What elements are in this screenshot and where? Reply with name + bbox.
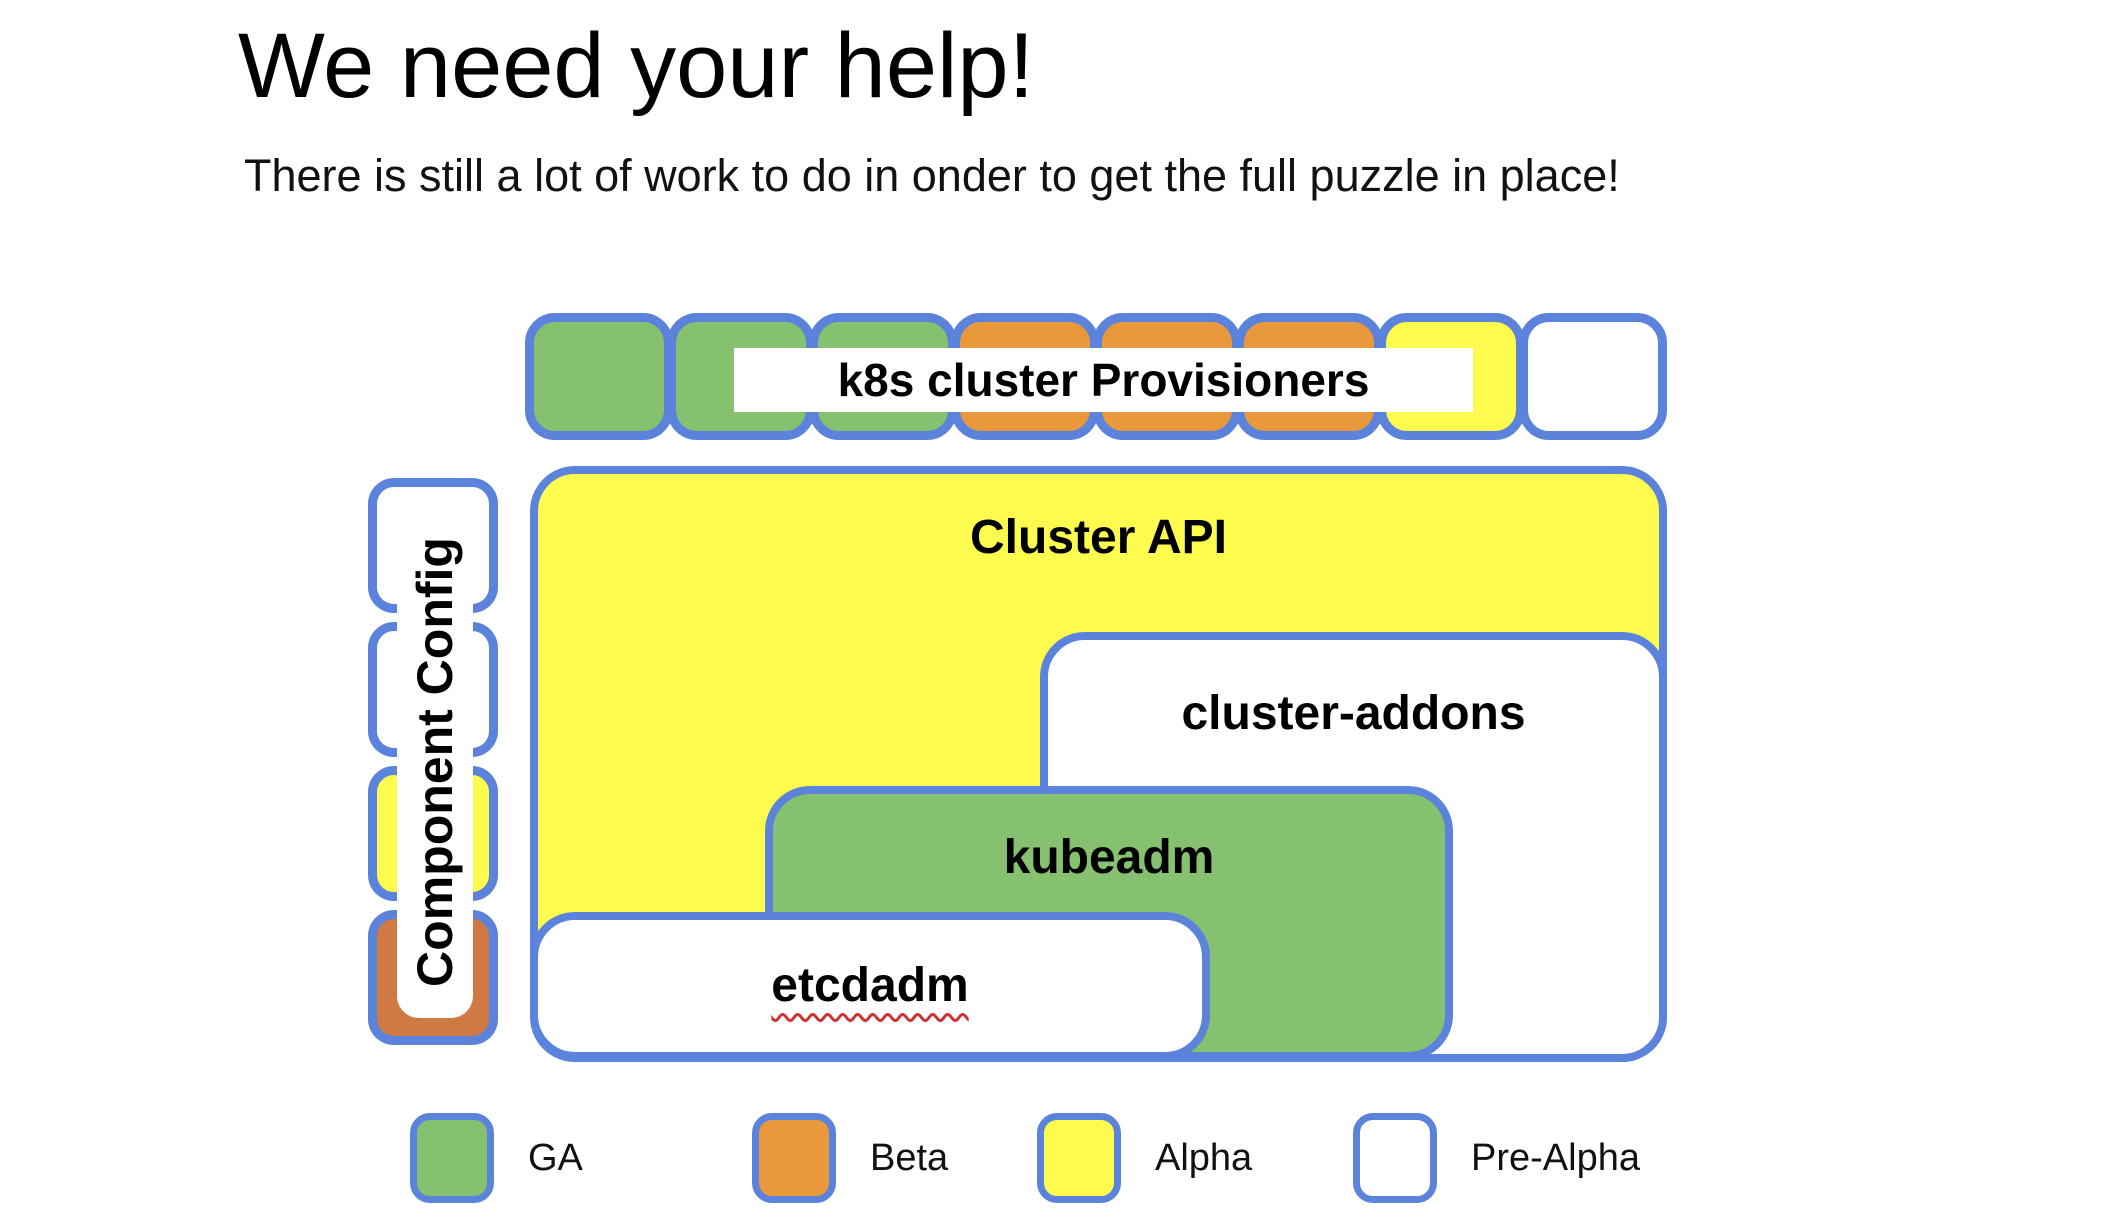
puzzle-piece-pre bbox=[1519, 313, 1667, 440]
legend-item-alpha: Alpha bbox=[1037, 1113, 1252, 1203]
component-config-label: Component Config bbox=[407, 536, 463, 987]
legend-label: Beta bbox=[870, 1136, 949, 1179]
cluster-addons-label: cluster-addons bbox=[1181, 687, 1526, 740]
etcdadm-label: etcdadm bbox=[771, 959, 969, 1012]
puzzle-piece-ga bbox=[525, 313, 673, 440]
legend-label: Alpha bbox=[1155, 1136, 1253, 1179]
cluster-api-label: Cluster API bbox=[970, 511, 1227, 564]
kubeadm-label: kubeadm bbox=[1003, 831, 1215, 884]
legend-swatch-ga bbox=[410, 1113, 494, 1203]
page-subtitle: There is still a lot of work to do in on… bbox=[244, 150, 1620, 201]
legend-swatch-pre bbox=[1353, 1113, 1437, 1203]
legend-swatch-beta bbox=[752, 1113, 836, 1203]
box-etcdadm: etcdadm bbox=[530, 912, 1210, 1060]
legend-label: Pre-Alpha bbox=[1471, 1136, 1640, 1179]
page-title: We need your help! bbox=[238, 15, 1035, 117]
legend-item-beta: Beta bbox=[752, 1113, 948, 1203]
component-config-label-box: Component Config bbox=[397, 505, 473, 1018]
legend-item-ga: GA bbox=[410, 1113, 583, 1203]
provisioners-label: k8s cluster Provisioners bbox=[734, 348, 1473, 412]
legend-item-pre: Pre-Alpha bbox=[1353, 1113, 1640, 1203]
legend-label: GA bbox=[528, 1136, 583, 1179]
legend-swatch-alpha bbox=[1037, 1113, 1121, 1203]
